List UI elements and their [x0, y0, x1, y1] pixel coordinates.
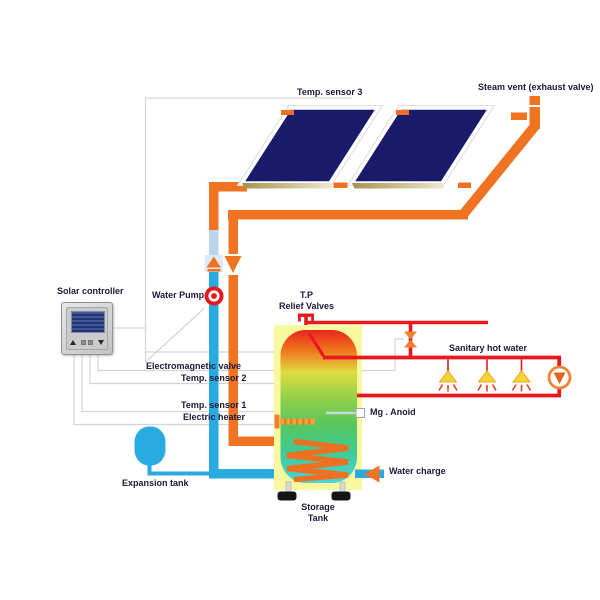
controller-buttons	[70, 337, 104, 347]
label-mg-anode: Mg . Anoid	[370, 407, 416, 417]
label-expansion-tank: Expansion tank	[122, 478, 189, 488]
shower-icon	[477, 359, 497, 392]
solar-controller-device	[61, 302, 113, 355]
controller-faceplate	[66, 307, 108, 350]
label-temp-sensor-1: Temp. sensor 1	[181, 400, 247, 410]
label-storage-line1: Storage	[301, 502, 335, 512]
expansion-tank-line	[147, 471, 211, 476]
tank-foot	[331, 491, 351, 501]
expansion-tank-group	[134, 426, 211, 476]
label-tp-line2: Relief Valves	[278, 301, 335, 312]
water-pump-icon	[204, 286, 224, 306]
tank-dip-tube	[307, 332, 325, 357]
shower-icon	[438, 359, 458, 392]
flow-arrow-down-icon	[224, 256, 242, 273]
shower-icon	[511, 359, 532, 392]
sensor-wire-temp3	[144, 97, 352, 364]
label-steam-vent: Steam vent (exhaust valve)	[478, 82, 594, 92]
check-valve-seat	[207, 269, 221, 272]
circulation-pump-icon	[547, 365, 572, 390]
label-solar-controller: Solar controller	[57, 286, 124, 296]
hot-pipe-coil-inlet	[228, 436, 295, 446]
cold-riser-pipe	[209, 272, 219, 474]
steam-vent-pipe	[529, 107, 540, 129]
solar-loop-pipes	[204, 96, 540, 479]
expansion-tank-stem	[147, 463, 152, 474]
hot-pipe-main-horizontal	[228, 210, 468, 220]
water-charge-arrow-icon	[364, 465, 380, 483]
hot-pipe-top-elbow	[209, 182, 247, 192]
shower-icons	[438, 359, 532, 392]
panel-stub	[281, 110, 294, 115]
label-electric-heater: Electric heater	[183, 412, 246, 422]
hot-downcomer-pipe	[228, 219, 238, 446]
electromagnetic-valve-icon	[404, 331, 417, 348]
label-sanitary-hot-water: Sanitary hot water	[449, 343, 528, 353]
storage-tank-group	[274, 325, 365, 501]
riser-sensor-pocket	[209, 230, 219, 255]
panel-1-frame-edge	[242, 183, 333, 189]
label-temp-sensor-2: Temp. sensor 2	[181, 373, 247, 383]
tp-relief-valve-icon	[298, 313, 314, 325]
tank-coil	[286, 438, 349, 483]
label-storage-tank: Storage Tank	[283, 502, 353, 525]
electric-heater-threads	[284, 418, 311, 425]
panel-stub	[458, 182, 471, 188]
cold-pipe-to-coil	[209, 469, 295, 479]
panel-2-frame-edge	[352, 183, 445, 189]
panel-stub	[333, 182, 348, 188]
label-water-charge: Water charge	[389, 466, 446, 476]
label-water-pump: Water Pump	[152, 290, 205, 300]
sensor-wire-em-valve	[97, 338, 404, 372]
controller-lcd-screen	[71, 311, 105, 333]
cold-riser-upper-orange	[209, 182, 219, 230]
tank-leg	[339, 481, 346, 493]
check-valve-icon	[206, 256, 221, 268]
controller-set-buttons[interactable]	[81, 339, 93, 345]
tank-leg	[285, 481, 292, 493]
panel-stub	[396, 110, 409, 115]
sensor-wires	[73, 97, 404, 426]
steam-vent-valve-icon	[529, 96, 540, 105]
controller-up-button[interactable]	[70, 339, 76, 345]
controller-down-button[interactable]	[98, 339, 104, 345]
label-electromagnetic-valve: Electromagnetic valve	[146, 361, 242, 371]
label-tp-line1: T.P	[299, 290, 313, 300]
panel-connection-stubs	[281, 110, 471, 188]
label-tp-relief: T.P Relief Valves	[270, 290, 343, 313]
tank-foot	[277, 491, 297, 501]
panel-outlet-stub	[511, 112, 527, 120]
electric-heater-flange	[274, 414, 280, 429]
expansion-tank-icon	[134, 426, 166, 466]
label-temp-sensor-3: Temp. sensor 3	[297, 87, 363, 97]
solar-collectors	[236, 105, 496, 189]
mg-anode-icon	[355, 408, 365, 418]
label-storage-line2: Tank	[307, 513, 329, 524]
hot-pipe-diagonal	[458, 122, 539, 220]
water-charge-group	[355, 465, 384, 483]
